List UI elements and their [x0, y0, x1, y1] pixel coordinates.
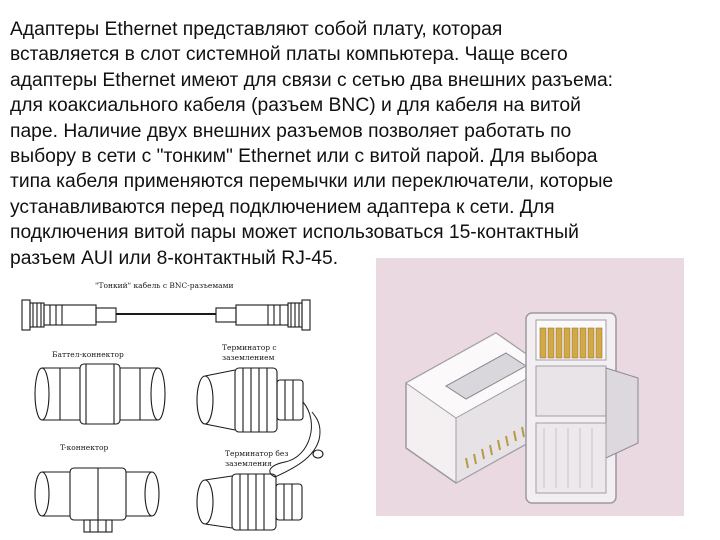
barrel-caption: Баттел-коннектор: [52, 350, 124, 359]
barrel-connector-illustration: [34, 363, 166, 425]
thin-cable-illustration: [21, 299, 311, 331]
slide-body-text: Адаптеры Ethernet представляют собой пла…: [10, 19, 614, 269]
terminator-nogr-caption-line2: заземления: [225, 459, 272, 468]
t-connector-caption: T-коннектор: [60, 443, 109, 452]
bnc-connectors-diagram: "Тонкий" кабель с BNC-разъемами: [21, 281, 324, 533]
terminator-nogr-illustration: [196, 473, 303, 531]
rj45-plug-left: [405, 332, 547, 484]
terminator-ground-caption-line2: заземлением: [222, 353, 275, 362]
terminator-nogr-caption-line1: Терминатор без: [225, 449, 288, 458]
cable-caption: "Тонкий" кабель с BNC-разъемами: [95, 281, 233, 290]
t-connector-illustration: [34, 467, 160, 533]
rj45-connectors-photo: [376, 258, 684, 516]
terminator-ground-caption-line1: Терминатор с: [222, 343, 277, 352]
rj45-plug-right: [525, 312, 639, 504]
terminator-ground-illustration: [196, 367, 324, 478]
